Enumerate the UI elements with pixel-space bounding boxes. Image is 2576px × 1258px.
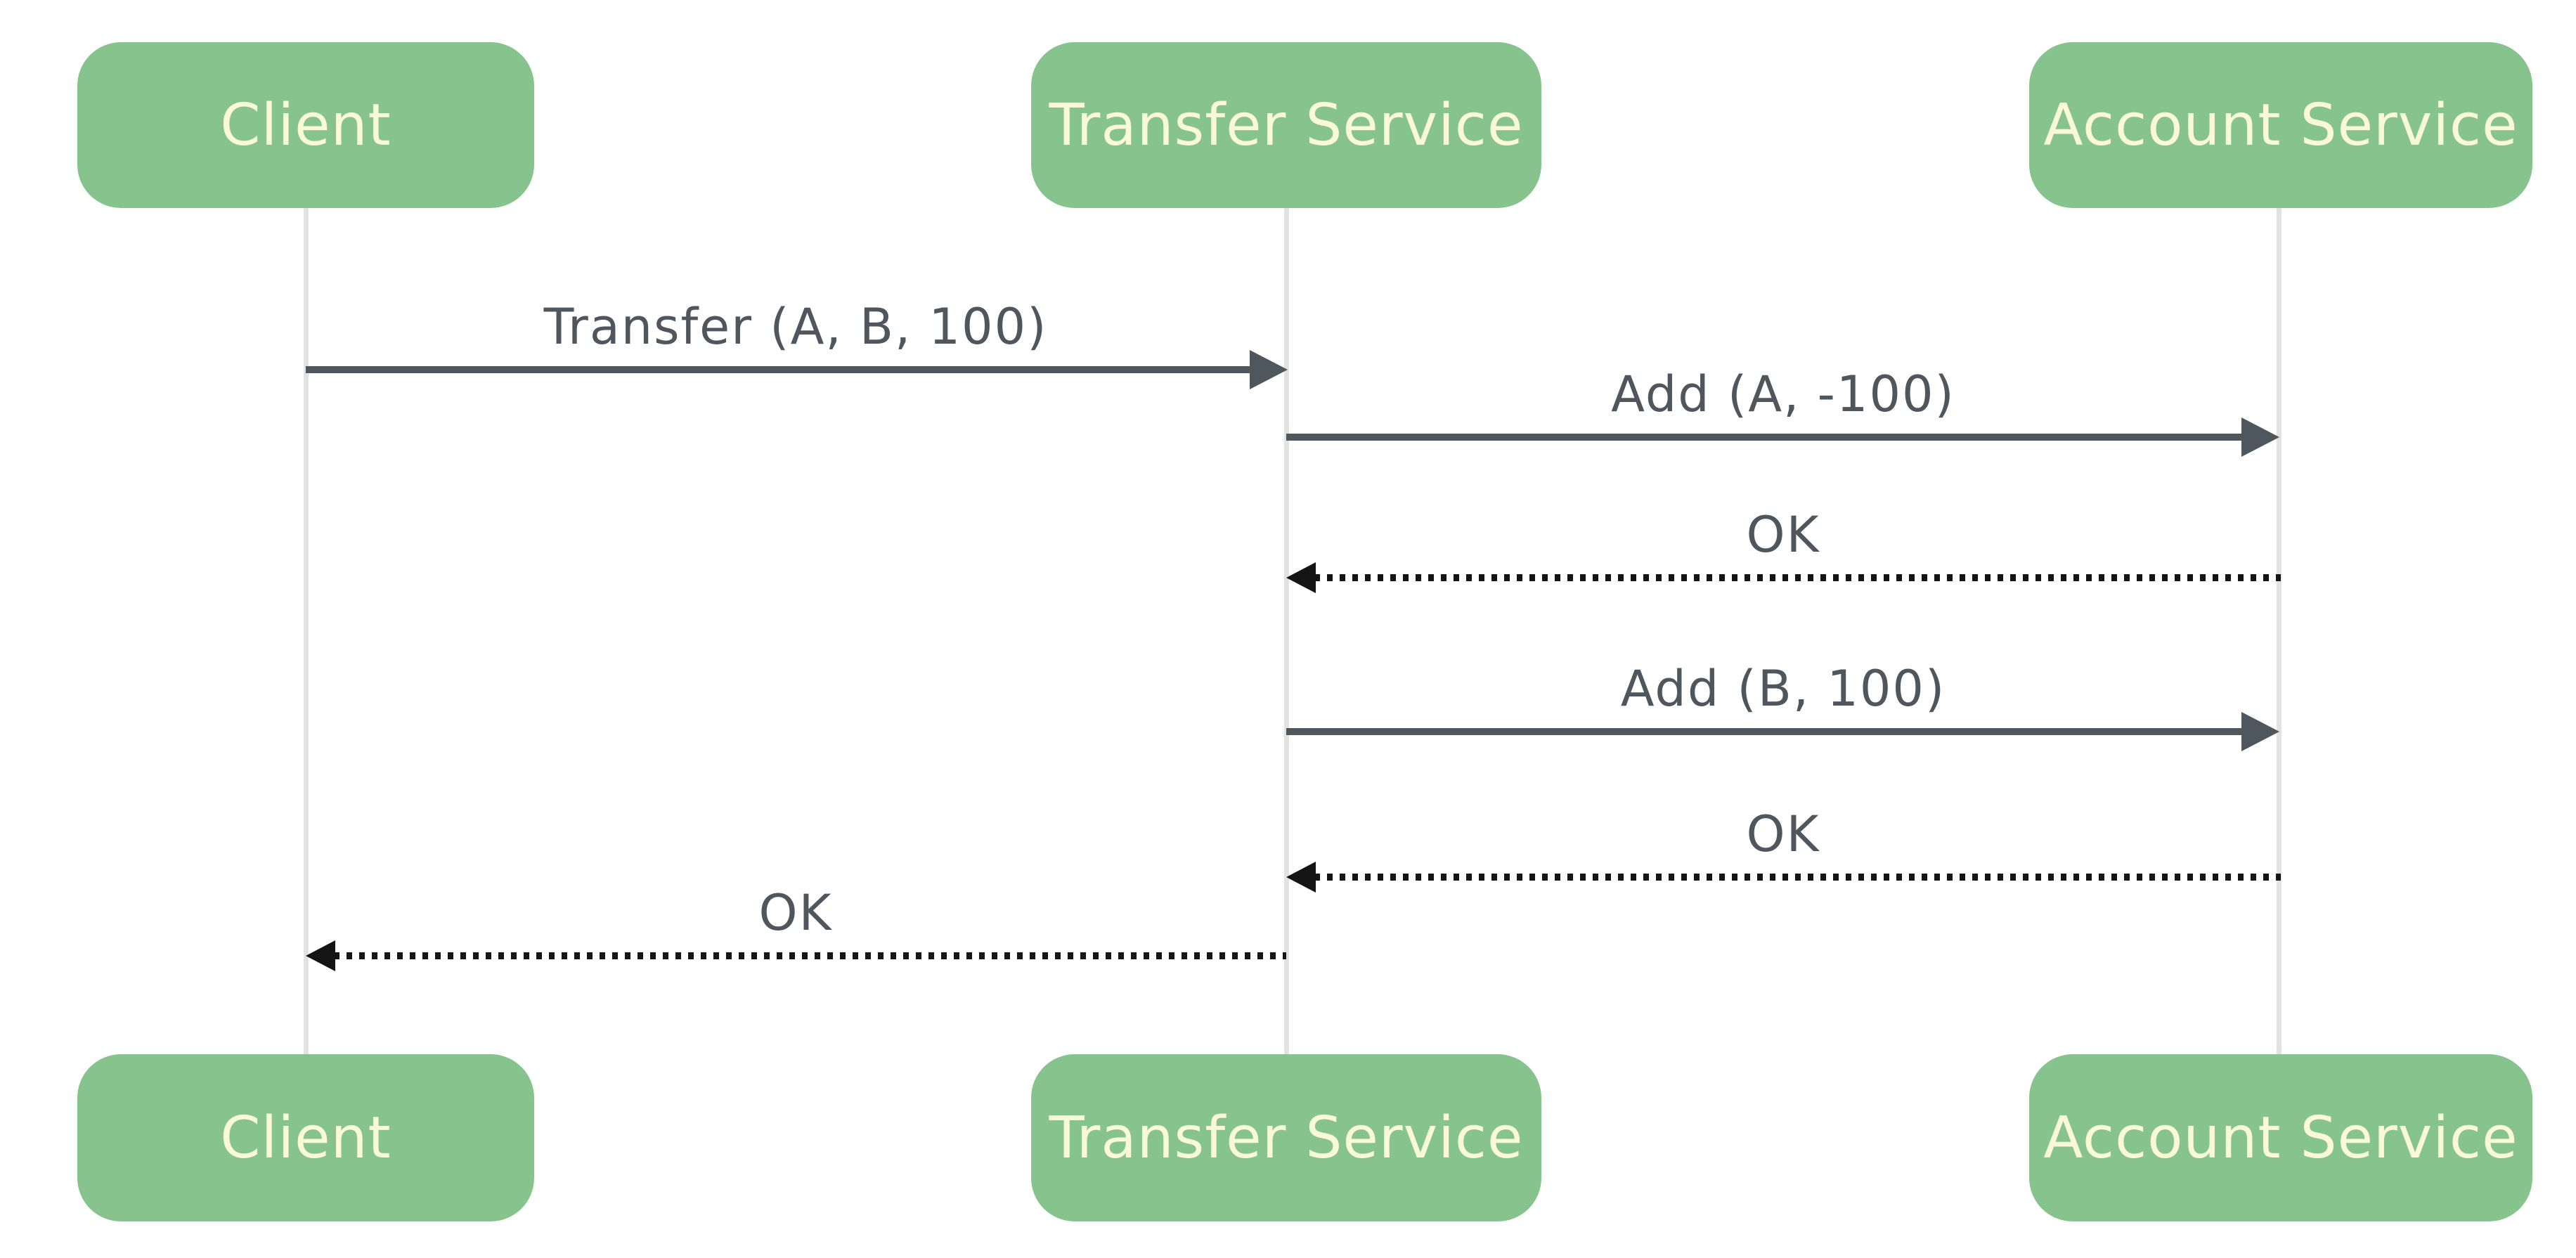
- message-line-ok-a: [1314, 574, 2281, 581]
- arrowhead-right-icon: [2241, 712, 2279, 751]
- message-line-ok-b: [1314, 874, 2281, 881]
- participant-box-transfer-service-top: Transfer Service: [1031, 42, 1541, 208]
- participant-label: Account Service: [2043, 91, 2518, 159]
- participant-label: Client: [220, 91, 391, 159]
- lifeline-transfer-service: [1284, 206, 1289, 1058]
- arrowhead-right-icon: [1250, 350, 1288, 389]
- participant-box-account-service-top: Account Service: [2029, 42, 2532, 208]
- participant-box-transfer-service-bottom: Transfer Service: [1031, 1054, 1541, 1221]
- participant-box-client-top: Client: [77, 42, 534, 208]
- message-label-add-a: Add (A, -100): [1611, 365, 1955, 423]
- message-label-transfer-call: Transfer (A, B, 100): [543, 298, 1048, 356]
- message-line-add-a: [1286, 434, 2243, 441]
- message-label-add-b: Add (B, 100): [1620, 660, 1946, 718]
- participant-label: Transfer Service: [1049, 1104, 1524, 1172]
- arrowhead-right-icon: [2241, 417, 2279, 457]
- participant-box-client-bottom: Client: [77, 1054, 534, 1221]
- arrowhead-left-icon: [1286, 862, 1316, 893]
- lifeline-account-service: [2277, 206, 2281, 1058]
- message-line-add-b: [1286, 728, 2243, 735]
- arrowhead-left-icon: [306, 940, 335, 971]
- message-line-ok-client: [334, 952, 1286, 959]
- participant-box-account-service-bottom: Account Service: [2029, 1054, 2532, 1221]
- message-label-ok-a: OK: [1746, 506, 1820, 564]
- participant-label: Transfer Service: [1049, 91, 1524, 159]
- message-line-transfer-call: [306, 366, 1251, 373]
- participant-label: Account Service: [2043, 1104, 2518, 1172]
- message-label-ok-client: OK: [758, 884, 833, 942]
- participant-label: Client: [220, 1104, 391, 1172]
- lifeline-client: [304, 206, 309, 1058]
- message-label-ok-b: OK: [1746, 805, 1820, 863]
- arrowhead-left-icon: [1286, 562, 1316, 593]
